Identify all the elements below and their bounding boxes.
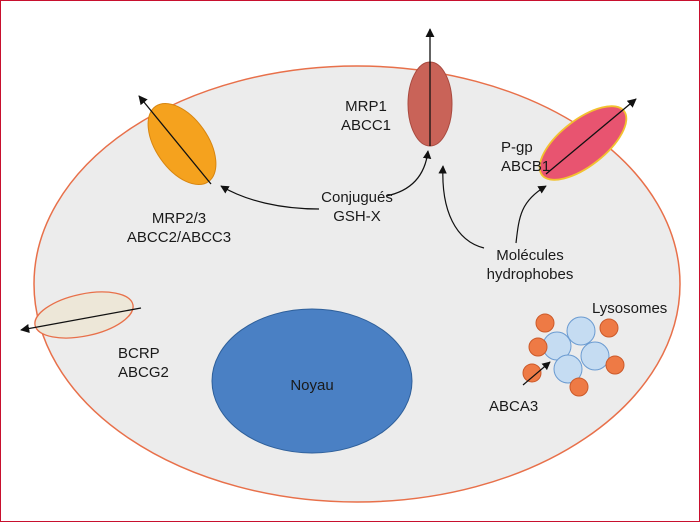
abca3-transporter-dot bbox=[599, 318, 619, 338]
lysosome bbox=[580, 341, 610, 371]
bcrp-label: BCRP ABCG2 bbox=[118, 344, 169, 382]
molecules-text: Molécules bbox=[496, 247, 564, 264]
conjugues-to-mrp1-arrow bbox=[385, 150, 432, 197]
abca3-transporter-dot bbox=[569, 377, 589, 397]
bcrp-efflux-arrow bbox=[20, 307, 142, 333]
abcc2-abcc3-name: ABCC2/ABCC3 bbox=[126, 229, 232, 246]
molecules-to-mrp1-arrow bbox=[438, 165, 485, 249]
gsh-x-text: GSH-X bbox=[333, 208, 381, 225]
lysosomes-label: Lysosomes bbox=[592, 300, 668, 317]
molecules-label: Molécules hydrophobes bbox=[475, 246, 585, 284]
bcrp-name: BCRP bbox=[118, 345, 160, 362]
abca3-transporter-dot bbox=[528, 337, 548, 357]
lysosome bbox=[566, 316, 596, 346]
mrp2-3-label: MRP2/3 ABCC2/ABCC3 bbox=[109, 209, 249, 247]
pgp-label: P-gp ABCB1 bbox=[501, 138, 550, 176]
conjugues-label: Conjugués GSH-X bbox=[317, 188, 397, 226]
abca3-transporter-dot bbox=[535, 313, 555, 333]
abcg2-name: ABCG2 bbox=[118, 364, 169, 381]
nucleus-label: Noyau bbox=[290, 377, 334, 394]
pgp-efflux-arrow bbox=[545, 98, 637, 175]
molecules-to-pgp-arrow bbox=[515, 185, 547, 244]
abcb1-name: ABCB1 bbox=[501, 158, 551, 175]
conjugues-to-mrp23-arrow bbox=[220, 185, 320, 210]
mrp2-3-name: MRP2/3 bbox=[151, 210, 207, 227]
abca3-transporter-dot bbox=[605, 355, 625, 375]
abcc1-name: ABCC1 bbox=[340, 117, 392, 134]
abca3-label: ABCA3 bbox=[489, 398, 539, 415]
conjugues-text: Conjugués bbox=[321, 189, 393, 206]
nucleus[interactable] bbox=[211, 308, 413, 454]
abca3-transporter-dot bbox=[522, 363, 542, 383]
lysosome bbox=[553, 354, 583, 384]
abca3-transport-arrow bbox=[522, 361, 551, 386]
hydrophobes-text: hydrophobes bbox=[486, 266, 574, 283]
lysosome-cluster[interactable] bbox=[522, 313, 625, 397]
mrp1-label: MRP1 ABCC1 bbox=[334, 97, 398, 135]
pgp-name: P-gp bbox=[501, 139, 533, 156]
mrp1-name: MRP1 bbox=[345, 98, 387, 115]
mrp2-3-efflux-arrow bbox=[138, 95, 212, 185]
bcrp-transporter[interactable] bbox=[31, 284, 138, 346]
